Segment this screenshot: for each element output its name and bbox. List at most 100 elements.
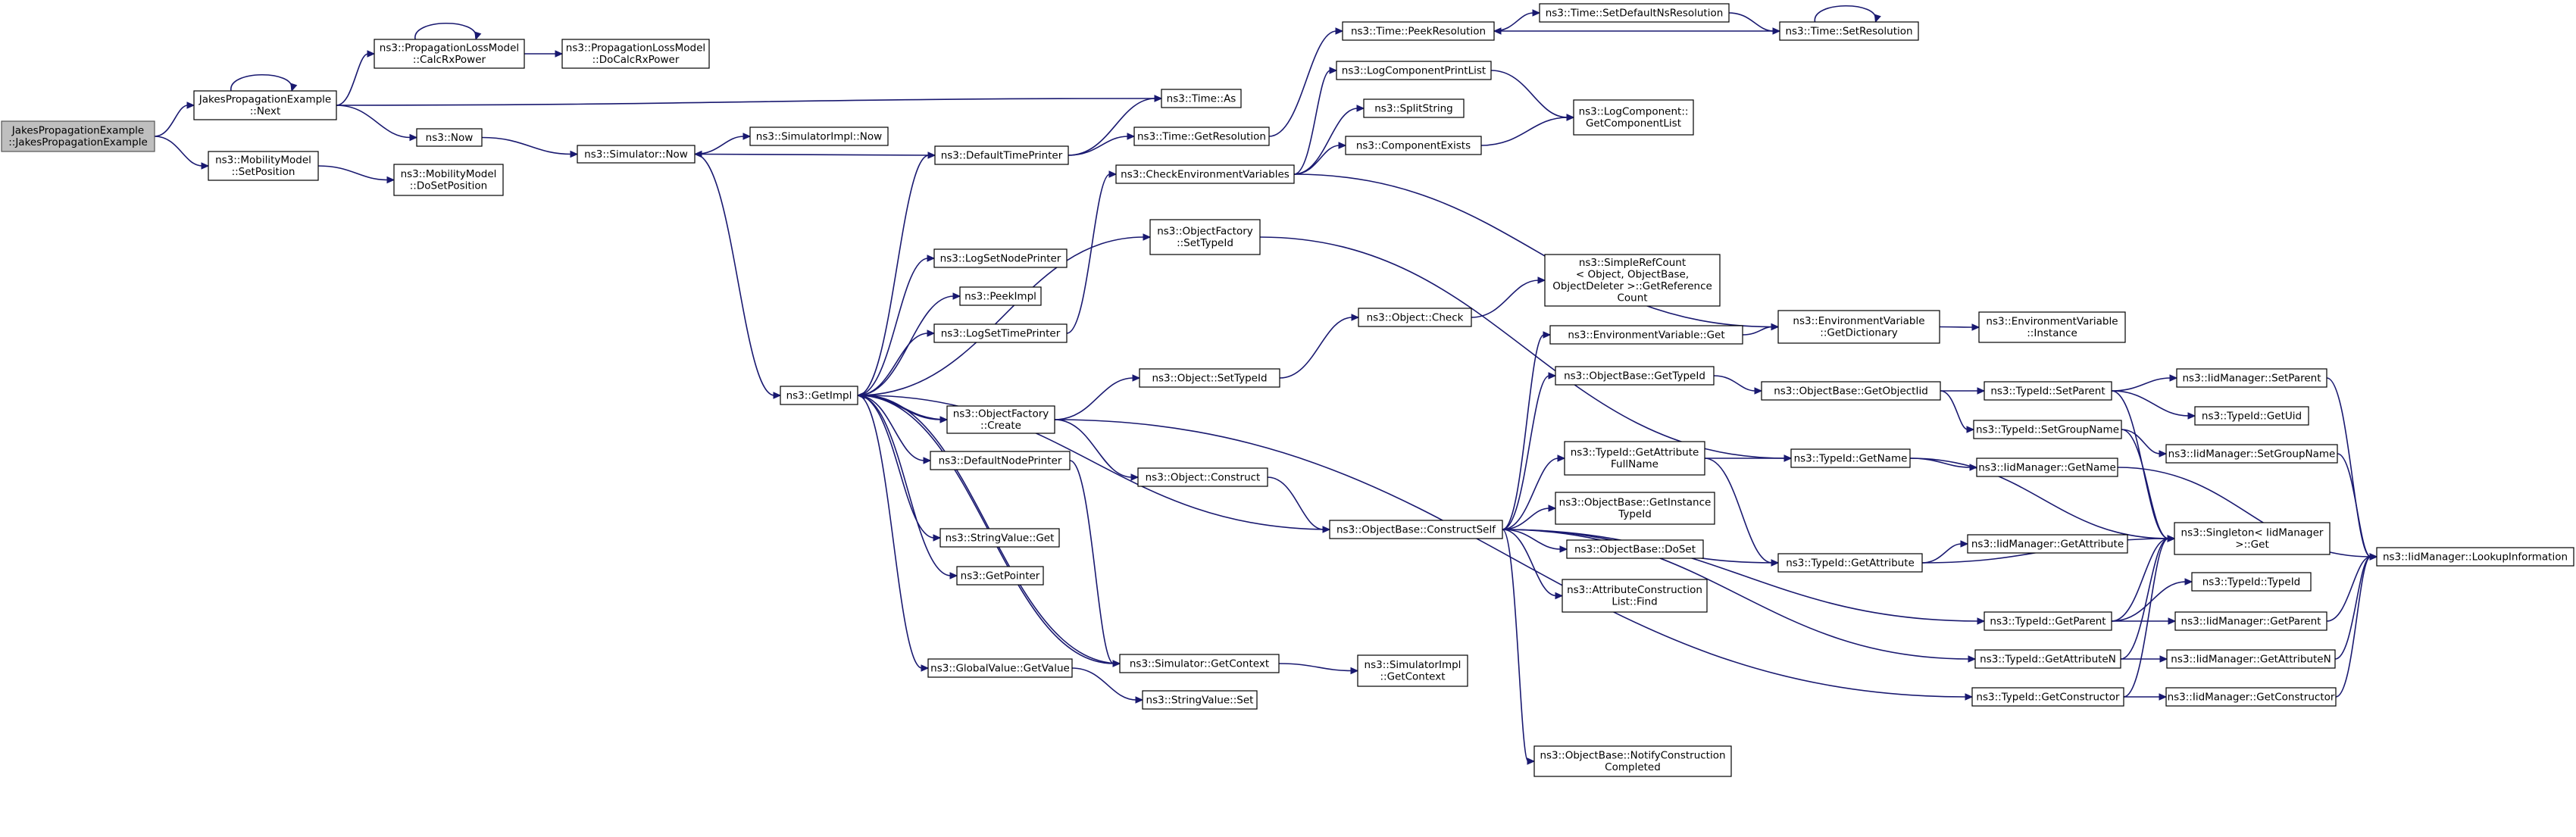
node-iid-setgroupname[interactable]: ns3::IidManager::SetGroupName bbox=[2165, 444, 2338, 464]
node-compexists[interactable]: ns3::ComponentExists bbox=[1345, 136, 1482, 155]
node-now[interactable]: ns3::Now bbox=[416, 128, 483, 147]
node-box bbox=[1342, 21, 1495, 41]
node-iid-getattribute[interactable]: ns3::IidManager::GetAttribute bbox=[1967, 534, 2128, 554]
node-label-line: ns3::StringValue::Get bbox=[946, 532, 1055, 544]
edge-arrowhead bbox=[1960, 540, 1969, 548]
node-simimpl-getctx[interactable]: ns3::SimulatorImpl::GetContext bbox=[1357, 654, 1468, 687]
edge-line bbox=[1293, 145, 1340, 175]
node-box bbox=[933, 248, 1068, 268]
node-time-as[interactable]: ns3::Time::As bbox=[1161, 89, 1242, 108]
node-label-line: ObjectDeleter >::GetReference bbox=[1552, 280, 1712, 292]
edge-arrowhead bbox=[933, 534, 942, 542]
node-label-line: ns3::ObjectBase::DoSet bbox=[1574, 543, 1696, 555]
node-box bbox=[1779, 21, 1919, 41]
edge-sim-getctx-to-simimpl-getctx bbox=[1278, 663, 1359, 675]
node-box bbox=[1777, 310, 1940, 344]
node-tid-getconstructor[interactable]: ns3::TypeId::GetConstructor bbox=[1971, 687, 2124, 707]
edge-iid-getconstructor-to-iid-lookup bbox=[2335, 553, 2378, 698]
node-tid-setgroupname[interactable]: ns3::TypeId::SetGroupName bbox=[1973, 420, 2122, 439]
node-envvar-instance[interactable]: ns3::EnvironmentVariable::Instance bbox=[1978, 311, 2126, 343]
node-iid-setparent[interactable]: ns3::IidManager::SetParent bbox=[2176, 368, 2327, 388]
node-checkenv[interactable]: ns3::CheckEnvironmentVariables bbox=[1115, 164, 1295, 184]
node-simimpl-now[interactable]: ns3::SimulatorImpl::Now bbox=[749, 126, 889, 146]
node-strval-set[interactable]: ns3::StringValue::Set bbox=[1142, 690, 1258, 710]
node-logsetnodeprinter[interactable]: ns3::LogSetNodePrinter bbox=[933, 248, 1068, 268]
edge-iid-getparent-to-iid-lookup bbox=[2326, 553, 2378, 622]
node-ob-notify[interactable]: ns3::ObjectBase::NotifyConstructionCompl… bbox=[1533, 745, 1732, 777]
node-tid-getuid[interactable]: ns3::TypeId::GetUid bbox=[2194, 406, 2309, 426]
node-tid-getattribute[interactable]: ns3::TypeId::GetAttribute bbox=[1777, 553, 1923, 573]
node-label-line: ns3::ObjectBase::GetTypeId bbox=[1564, 370, 1705, 382]
node-box bbox=[1133, 126, 1270, 146]
node-ob-getobjectiid[interactable]: ns3::ObjectBase::GetObjectIid bbox=[1761, 381, 1941, 401]
node-box bbox=[1357, 654, 1468, 687]
edge-arrowhead bbox=[1351, 314, 1360, 321]
node-box bbox=[1533, 745, 1732, 777]
node-defnodeprinter[interactable]: ns3::DefaultNodePrinter bbox=[930, 451, 1071, 470]
node-root[interactable]: JakesPropagationExample::JakesPropagatio… bbox=[1, 120, 155, 152]
node-logcomp-getlist[interactable]: ns3::LogComponent::GetComponentList bbox=[1573, 99, 1694, 136]
node-time-setdef[interactable]: ns3::Time::SetDefaultNsResolution bbox=[1539, 3, 1730, 23]
node-getimpl[interactable]: ns3::GetImpl bbox=[780, 386, 858, 405]
node-tid-getparent[interactable]: ns3::TypeId::GetParent bbox=[1984, 611, 2112, 631]
edge-line bbox=[414, 23, 477, 40]
node-tid-setparent[interactable]: ns3::TypeId::SetParent bbox=[1984, 381, 2112, 401]
node-tid-getattributen[interactable]: ns3::TypeId::GetAttributeN bbox=[1974, 649, 2121, 669]
node-time-getres[interactable]: ns3::Time::GetResolution bbox=[1133, 126, 1270, 146]
node-time-peekres[interactable]: ns3::Time::PeekResolution bbox=[1342, 21, 1495, 41]
node-box bbox=[2174, 611, 2327, 631]
node-ob-constructself[interactable]: ns3::ObjectBase::ConstructSelf bbox=[1329, 520, 1503, 539]
edge-line bbox=[1939, 326, 1974, 328]
node-obj-construct[interactable]: ns3::Object::Construct bbox=[1137, 467, 1268, 487]
node-box bbox=[561, 39, 710, 69]
edge-of-create-to-tid-getconstructor bbox=[1054, 419, 1974, 701]
node-logcompprint[interactable]: ns3::LogComponentPrintList bbox=[1336, 61, 1492, 80]
edge-jpe-next-to-plm-calc bbox=[336, 50, 376, 106]
node-iid-getconstructor[interactable]: ns3::IidManager::GetConstructor bbox=[2165, 687, 2337, 707]
node-obj-check[interactable]: ns3::Object::Check bbox=[1358, 308, 1472, 327]
edge-sim-now-to-simimpl-now bbox=[694, 133, 752, 155]
node-sim-now[interactable]: ns3::Simulator::Now bbox=[577, 145, 696, 164]
node-iid-lookup[interactable]: ns3::IidManager::LookupInformation bbox=[2376, 547, 2574, 567]
node-sim-getctx[interactable]: ns3::Simulator::GetContext bbox=[1119, 654, 1280, 673]
node-ob-gettypeid[interactable]: ns3::ObjectBase::GetTypeId bbox=[1555, 366, 1715, 386]
node-iid-getattributen[interactable]: ns3::IidManager::GetAttributeN bbox=[2166, 649, 2336, 669]
node-plm-docalc[interactable]: ns3::PropagationLossModel::DoCalcRxPower bbox=[561, 39, 710, 69]
edge-line bbox=[1502, 458, 1559, 530]
edge-arrowhead bbox=[1493, 27, 1502, 35]
node-peekimpl[interactable]: ns3::PeekImpl bbox=[959, 286, 1042, 306]
edge-checkenv-to-compexists bbox=[1293, 142, 1347, 175]
node-iid-getname[interactable]: ns3::IidManager::GetName bbox=[1976, 458, 2118, 477]
node-of-create[interactable]: ns3::ObjectFactory::Create bbox=[946, 405, 1055, 434]
node-mm-setpos[interactable]: ns3::MobilityModel::SetPosition bbox=[208, 151, 319, 181]
node-time-setres[interactable]: ns3::Time::SetResolution bbox=[1779, 21, 1919, 41]
node-mm-dosetpos[interactable]: ns3::MobilityModel::DoSetPosition bbox=[393, 164, 504, 196]
node-ob-doset[interactable]: ns3::ObjectBase::DoSet bbox=[1566, 539, 1704, 559]
node-tid-getname[interactable]: ns3::TypeId::GetName bbox=[1790, 448, 1911, 468]
node-envvar-get[interactable]: ns3::EnvironmentVariable::Get bbox=[1549, 325, 1743, 345]
node-box bbox=[2174, 522, 2331, 555]
node-tid-typeid[interactable]: ns3::TypeId::TypeId bbox=[2191, 572, 2312, 592]
node-label-line: ns3::TypeId::GetAttribute bbox=[1786, 557, 1915, 569]
edge-logcompprint-to-logcomp-getlist bbox=[1490, 70, 1575, 121]
node-deftimeprinter[interactable]: ns3::DefaultTimePrinter bbox=[934, 145, 1069, 165]
node-singleton-get[interactable]: ns3::Singleton< IidManager>::Get bbox=[2174, 522, 2331, 555]
node-simplerefcount[interactable]: ns3::SimpleRefCount< Object, ObjectBase,… bbox=[1544, 254, 1721, 307]
node-jpe-next[interactable]: JakesPropagationExample::Next bbox=[193, 90, 337, 120]
node-gv-getvalue[interactable]: ns3::GlobalValue::GetValue bbox=[927, 658, 1073, 678]
node-plm-calc[interactable]: ns3::PropagationLossModel::CalcRxPower bbox=[374, 39, 525, 69]
node-label-line: ns3::DefaultNodePrinter bbox=[939, 454, 1062, 467]
node-envvar-getdict[interactable]: ns3::EnvironmentVariable::GetDictionary bbox=[1777, 310, 1940, 344]
node-logsettimeprinter[interactable]: ns3::LogSetTimePrinter bbox=[933, 323, 1068, 343]
edge-arrowhead bbox=[773, 392, 782, 399]
node-of-settypeid[interactable]: ns3::ObjectFactory::SetTypeId bbox=[1149, 219, 1261, 255]
node-splitstring[interactable]: ns3::SplitString bbox=[1363, 98, 1465, 118]
node-strval-get[interactable]: ns3::StringValue::Get bbox=[939, 528, 1060, 548]
edge-time-setres-to-time-peekres bbox=[1493, 27, 1780, 35]
node-obj-settypeid[interactable]: ns3::Object::SetTypeId bbox=[1139, 368, 1280, 388]
node-iid-getparent[interactable]: ns3::IidManager::GetParent bbox=[2174, 611, 2327, 631]
node-getpointer[interactable]: ns3::GetPointer bbox=[956, 566, 1044, 586]
